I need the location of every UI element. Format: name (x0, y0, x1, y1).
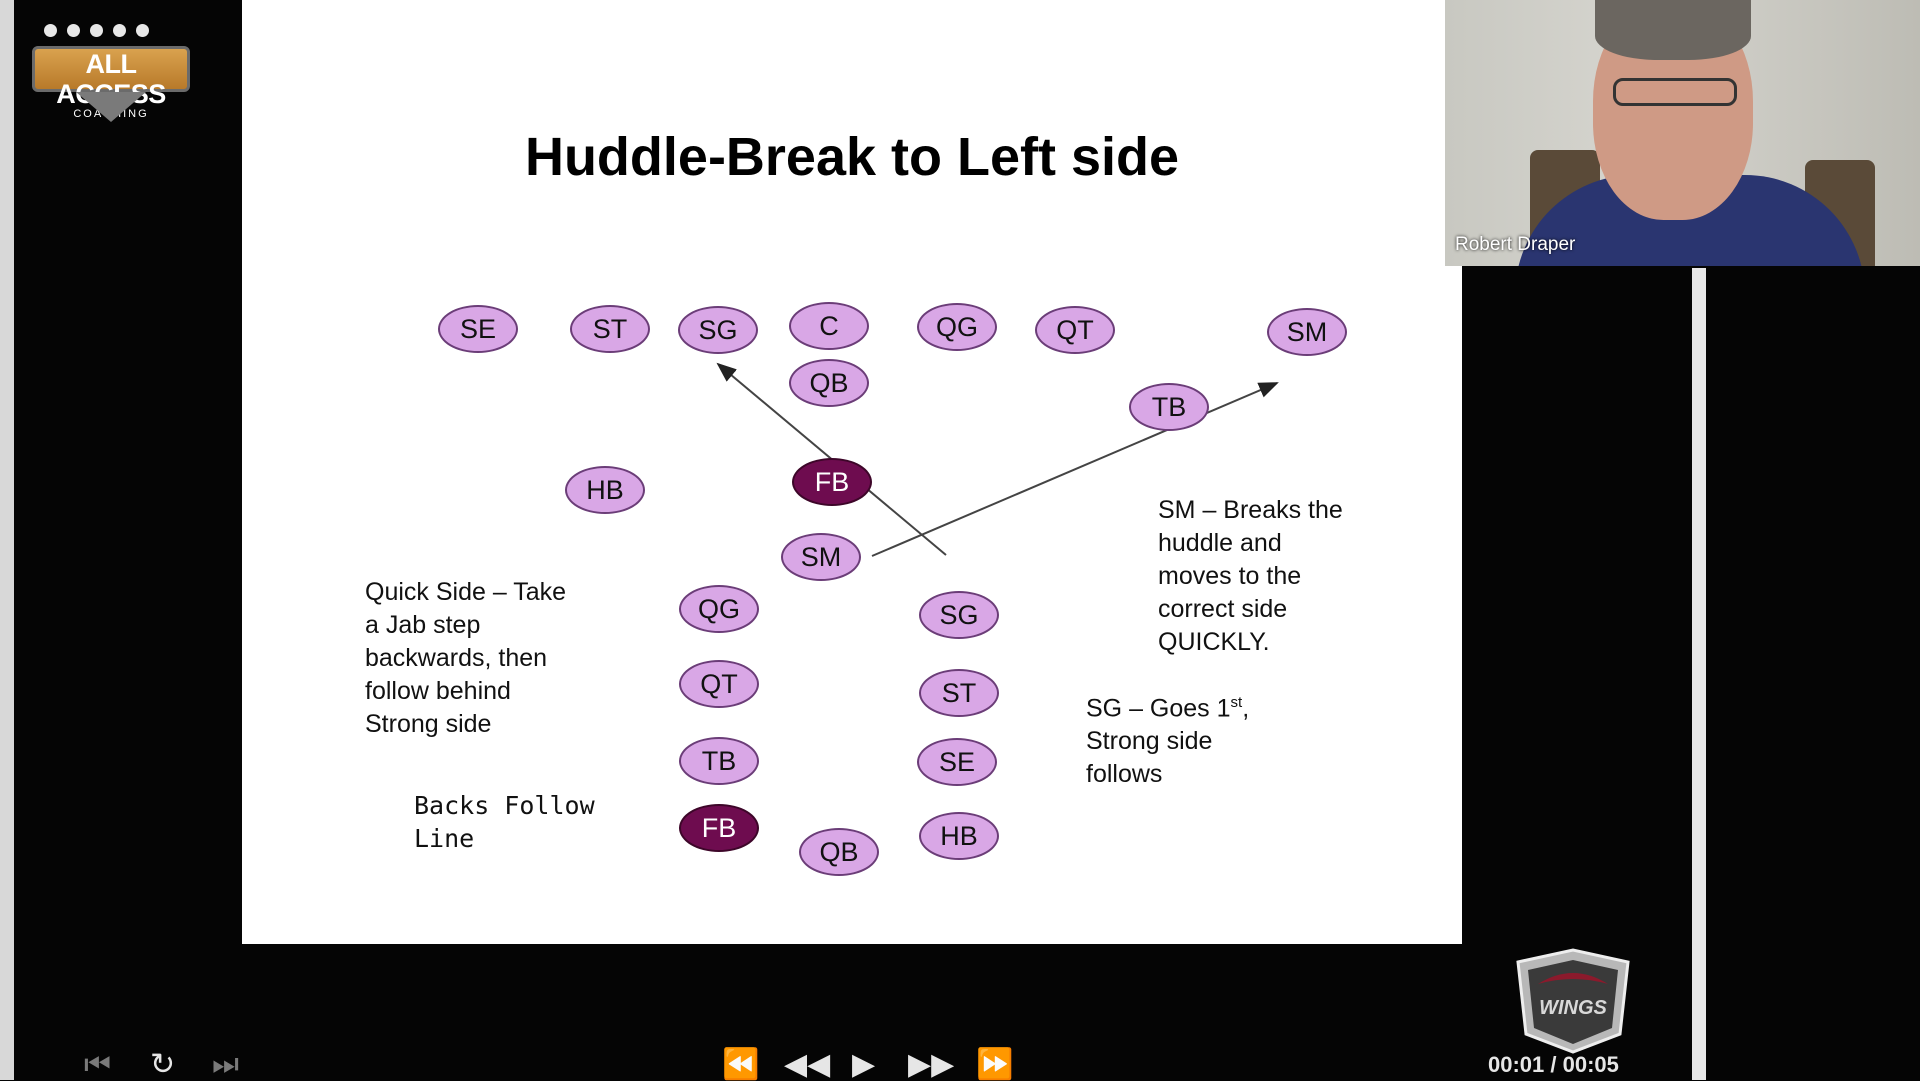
player-tb: TB (1129, 383, 1209, 431)
arrow-sm-path (871, 382, 1279, 557)
rewind-fast-icon[interactable]: ⏪ (722, 1048, 760, 1081)
player-hb-line: HB (919, 812, 999, 860)
player-qb: QB (789, 359, 869, 407)
note-backs-follow: Backs Follow Line (414, 791, 595, 853)
ball-icon (44, 24, 57, 37)
right-edge-bar (1692, 268, 1706, 1080)
player-se: SE (438, 305, 518, 353)
skip-forward-icon[interactable]: ⏭ (212, 1048, 239, 1081)
forward-fast-icon[interactable]: ⏩ (976, 1048, 1014, 1081)
player-qt-line: QT (679, 660, 759, 708)
video-controls: ⏮ ↻ ⏭ ⏪ ◀◀ ▶ ▶▶ ⏩ (0, 1050, 1920, 1080)
player-sm-huddle: SM (781, 533, 861, 581)
play-icon[interactable]: ▶ (852, 1048, 876, 1081)
player-tb-line: TB (679, 737, 759, 785)
presenter-name: Robert Draper (1455, 234, 1576, 255)
ball-icon (90, 24, 103, 37)
wings-logo-text: WINGS (1539, 997, 1607, 1019)
player-qt: QT (1035, 306, 1115, 354)
player-qb-line: QB (799, 828, 879, 876)
player-st: ST (570, 305, 650, 353)
left-edge-bar (0, 0, 14, 1080)
player-c: C (789, 302, 869, 350)
note-quick-side: Quick Side – Take a Jab step backwards, … (365, 578, 567, 738)
player-se-line: SE (917, 738, 997, 786)
webcam-feed: Robert Draper (1445, 0, 1920, 266)
player-qg-line: QG (679, 585, 759, 633)
ball-icon (67, 24, 80, 37)
player-sg-line: SG (919, 591, 999, 639)
note-sm-breaks: SM – Breaks the huddle and moves to the … (1158, 496, 1343, 656)
presentation-slide: Huddle-Break to Left side SE ST SG C QG … (242, 0, 1462, 944)
logo-chevron (76, 92, 146, 122)
player-st-line: ST (919, 669, 999, 717)
forward-icon[interactable]: ▶▶ (908, 1048, 955, 1081)
ball-icon (136, 24, 149, 37)
slide-title: Huddle-Break to Left side (524, 127, 1180, 187)
note-sg-goes-first: SG – Goes 1st, Strong side follows (1086, 694, 1250, 789)
player-sm: SM (1267, 308, 1347, 356)
player-qg: QG (917, 303, 997, 351)
skip-back-icon[interactable]: ⏮ (84, 1048, 111, 1081)
logo-icons (44, 24, 149, 37)
player-fb-line: FB (679, 804, 759, 852)
playback-time: 00:01 / 00:05 (1488, 1052, 1619, 1077)
wings-xthings-logo: WINGS (1516, 948, 1630, 1054)
logo-plate: ALL ACCESS COACHING (32, 46, 190, 120)
rewind-icon[interactable]: ◀◀ (784, 1048, 831, 1081)
replay-icon[interactable]: ↻ (150, 1048, 176, 1081)
ball-icon (113, 24, 126, 37)
player-hb: HB (565, 466, 645, 514)
player-sg: SG (678, 306, 758, 354)
all-access-coaching-logo: ALL ACCESS COACHING (26, 22, 196, 132)
player-fb: FB (792, 458, 872, 506)
